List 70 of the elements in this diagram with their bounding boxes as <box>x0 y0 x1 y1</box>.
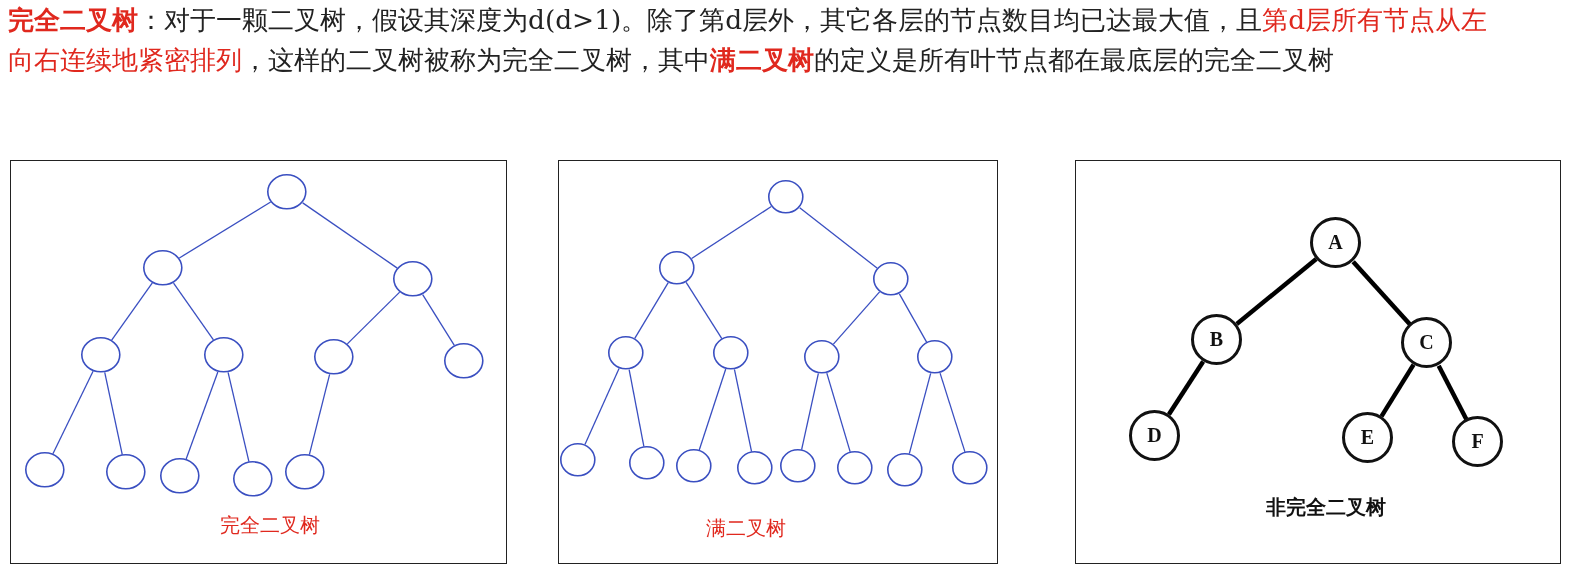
tree-edge <box>584 367 620 446</box>
tree-edge <box>1235 257 1318 326</box>
tree-node-circle <box>736 450 773 485</box>
tree-node-circle <box>951 450 988 485</box>
tree-node-circle <box>886 452 923 487</box>
tree-node: F <box>1452 416 1503 467</box>
tree-node: B <box>1191 314 1242 365</box>
tree-node: C <box>1401 317 1452 368</box>
tree-node-circle <box>767 179 804 214</box>
tree-edge <box>800 372 820 451</box>
tree-node-circle <box>779 448 816 483</box>
tree-edge <box>628 368 645 448</box>
tree-node-circle <box>203 336 244 373</box>
tree-edge <box>1166 360 1206 416</box>
tree-edge <box>733 368 753 453</box>
tree-node-circle <box>266 173 307 210</box>
tree-node: D <box>1129 410 1180 461</box>
tree-node-circle <box>607 335 644 370</box>
tree-edge <box>832 291 881 345</box>
tree-edge <box>908 372 932 455</box>
tree-node-circle <box>803 339 840 374</box>
tree-edge <box>685 281 723 340</box>
tree-node: A <box>1310 217 1361 268</box>
tree-caption: 非完全二叉树 <box>1265 494 1386 521</box>
tree-edge <box>634 281 669 340</box>
tree-edge <box>1379 363 1416 418</box>
tree-edge <box>1436 364 1469 421</box>
tree-node-circle <box>105 453 146 490</box>
tree-node-circle <box>658 250 695 285</box>
tree-edge <box>898 293 928 343</box>
tree-node-circle <box>284 453 325 490</box>
tree-edge <box>799 207 878 269</box>
tree-edge <box>172 282 215 341</box>
tree-edge <box>1351 260 1412 326</box>
tree-edge <box>185 371 219 460</box>
tree-node-circle <box>675 448 712 483</box>
tree-edge <box>178 201 272 259</box>
tree-node-circle <box>142 249 183 286</box>
tree-node-circle <box>24 451 65 488</box>
tree-edge <box>698 368 727 451</box>
tree-edge <box>346 291 401 345</box>
tree-node-circle <box>80 336 121 373</box>
panel-frame <box>1075 160 1561 564</box>
tree-node-circle <box>232 460 273 497</box>
tree-caption: 满二叉树 <box>705 515 786 542</box>
tree-edge <box>104 371 123 456</box>
panel-frame <box>10 160 507 564</box>
tree-edge <box>422 293 455 347</box>
tree-edge <box>52 370 94 455</box>
tree-edge <box>939 372 966 453</box>
tree-node-circle <box>392 260 433 297</box>
tree-node-circle <box>916 339 953 374</box>
tree-node-circle <box>628 445 665 480</box>
panel-frame <box>558 160 998 564</box>
tree-node-circle <box>443 342 484 379</box>
tree-node-circle <box>872 261 909 296</box>
tree-node-circle <box>712 335 749 370</box>
tree-node-circle <box>313 338 354 375</box>
tree-node-circle <box>159 457 200 494</box>
tree-node: E <box>1342 412 1393 463</box>
tree-node-circle <box>559 442 596 477</box>
tree-edge <box>308 373 331 456</box>
tree-edge <box>227 371 250 463</box>
tree-caption: 完全二叉树 <box>219 512 320 539</box>
tree-edge <box>302 202 398 269</box>
tree-node-circle <box>836 450 873 485</box>
tree-edge <box>111 282 153 341</box>
definition-text: 完全二叉树：对于一颗二叉树，假设其深度为d(d>1)。除了第d层外，其它各层的节点数目均已达最大值，且第d层所有节点从左向右连续地紧密排列，这样的二叉树被称为完全二叉树，其中满二叉树的定义是所有叶节点都在最底层的完全二叉树 <box>8 3 1488 77</box>
tree-edge <box>826 372 851 453</box>
tree-edge <box>691 205 772 260</box>
